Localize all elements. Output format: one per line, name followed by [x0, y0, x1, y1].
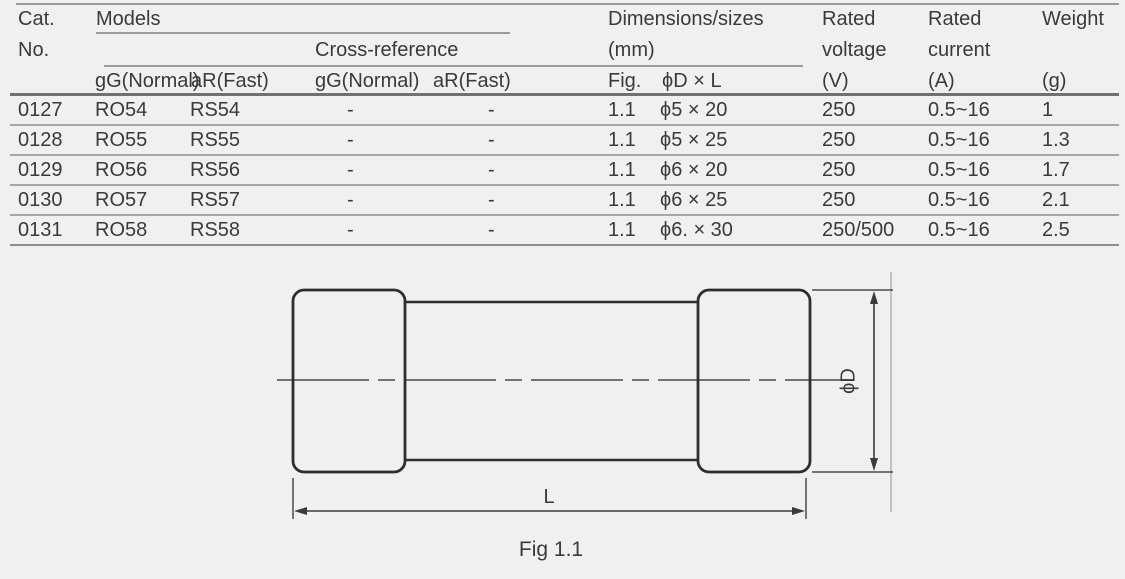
cell-cat-no: 0127 — [18, 99, 63, 121]
cell-dxl: ϕ6. × 30 — [660, 219, 733, 241]
cell-weight: 1.3 — [1042, 129, 1070, 151]
cell-weight: 1.7 — [1042, 159, 1070, 181]
cell-voltage: 250 — [822, 99, 856, 121]
cell-current: 0.5~16 — [928, 159, 990, 181]
arrow-right-icon — [792, 507, 805, 515]
table-row: 0130 RO57 RS57 - - 1.1 ϕ6 × 25 250 0.5~1… — [10, 186, 1119, 216]
header-cat: Cat. — [18, 8, 55, 30]
cell-xref-gg: - — [347, 159, 354, 181]
cell-model-ar: RS57 — [190, 189, 241, 211]
figure-caption: Fig 1.1 — [519, 538, 583, 561]
table-row: 0129 RO56 RS56 - - 1.1 ϕ6 × 20 250 0.5~1… — [10, 156, 1119, 186]
cell-model-gg: RO55 — [95, 129, 148, 151]
subheader-underline — [104, 65, 803, 67]
cell-current: 0.5~16 — [928, 189, 990, 211]
header-rated-voltage-2: voltage — [822, 39, 887, 61]
header-cross-reference: Cross-reference — [315, 39, 459, 61]
cell-xref-gg: - — [347, 219, 354, 241]
cell-current: 0.5~16 — [928, 219, 990, 241]
table-top-rule — [16, 3, 1119, 5]
header-rated-current-1: Rated — [928, 8, 982, 30]
header-dimensions-mm: (mm) — [608, 39, 655, 61]
cell-weight: 1 — [1042, 99, 1054, 121]
cell-xref-ar: - — [488, 99, 495, 121]
header-dimensions: Dimensions/sizes — [608, 8, 764, 30]
cell-dxl: ϕ5 × 25 — [660, 129, 728, 151]
header-rated-current-2: current — [928, 39, 991, 61]
cell-model-gg: RO57 — [95, 189, 148, 211]
cell-dxl: ϕ6 × 25 — [660, 189, 728, 211]
header-rated-voltage-unit: (V) — [822, 70, 849, 92]
fuse-right-cap — [696, 288, 812, 474]
arrow-up-icon — [870, 291, 878, 304]
cell-model-gg: RO54 — [95, 99, 148, 121]
cell-dxl: ϕ6 × 20 — [660, 159, 728, 181]
header-models-gg: gG(Normal) — [95, 70, 200, 92]
cell-xref-ar: - — [488, 159, 495, 181]
fuse-left-cap — [291, 288, 407, 474]
cell-model-gg: RO56 — [95, 159, 148, 181]
header-models: Models — [96, 8, 161, 30]
cell-fig: 1.1 — [608, 219, 636, 241]
cell-xref-ar: - — [488, 189, 495, 211]
cell-xref-ar: - — [488, 129, 495, 151]
header-models-ar: aR(Fast) — [191, 70, 269, 92]
arrow-left-icon — [294, 507, 307, 515]
cell-cat-no: 0130 — [18, 189, 63, 211]
cell-voltage: 250 — [822, 189, 856, 211]
cell-model-ar: RS58 — [190, 219, 241, 241]
cell-current: 0.5~16 — [928, 129, 990, 151]
header-fig: Fig. — [608, 70, 642, 92]
cell-xref-gg: - — [347, 129, 354, 151]
table-row: 0131 RO58 RS58 - - 1.1 ϕ6. × 30 250/500 … — [10, 216, 1119, 246]
header-rated-voltage-1: Rated — [822, 8, 876, 30]
cell-current: 0.5~16 — [928, 99, 990, 121]
header-weight-unit: (g) — [1042, 70, 1067, 92]
cell-fig: 1.1 — [608, 189, 636, 211]
arrow-down-icon — [870, 458, 878, 471]
models-underline — [96, 32, 510, 34]
header-bottom-rule — [10, 93, 1119, 96]
cell-model-ar: RS54 — [190, 99, 241, 121]
header-xref-ar: aR(Fast) — [433, 70, 511, 92]
cell-fig: 1.1 — [608, 159, 636, 181]
header-rated-current-unit: (A) — [928, 70, 955, 92]
header-dxl: ϕD × L — [662, 70, 722, 92]
header-weight: Weight — [1042, 8, 1104, 30]
table-row: 0127 RO54 RS54 - - 1.1 ϕ5 × 20 250 0.5~1… — [10, 96, 1119, 126]
length-label: L — [543, 486, 554, 508]
cell-voltage: 250 — [822, 129, 856, 151]
cell-cat-no: 0131 — [18, 219, 63, 241]
header-xref-gg: gG(Normal) — [315, 70, 420, 92]
cell-weight: 2.1 — [1042, 189, 1070, 211]
cell-fig: 1.1 — [608, 99, 636, 121]
cell-model-gg: RO58 — [95, 219, 148, 241]
cell-cat-no: 0129 — [18, 159, 63, 181]
cell-voltage: 250 — [822, 159, 856, 181]
cell-cat-no: 0128 — [18, 129, 63, 151]
cell-weight: 2.5 — [1042, 219, 1070, 241]
header-no: No. — [18, 39, 50, 61]
cell-voltage: 250/500 — [822, 219, 895, 241]
cell-model-ar: RS56 — [190, 159, 241, 181]
cell-dxl: ϕ5 × 20 — [660, 99, 728, 121]
cell-xref-ar: - — [488, 219, 495, 241]
cell-model-ar: RS55 — [190, 129, 241, 151]
cell-fig: 1.1 — [608, 129, 636, 151]
cell-xref-gg: - — [347, 99, 354, 121]
cell-xref-gg: - — [347, 189, 354, 211]
figure-cell-border — [890, 272, 892, 512]
table-row: 0128 RO55 RS55 - - 1.1 ϕ5 × 25 250 0.5~1… — [10, 126, 1119, 156]
diameter-label: ϕD — [837, 368, 859, 394]
